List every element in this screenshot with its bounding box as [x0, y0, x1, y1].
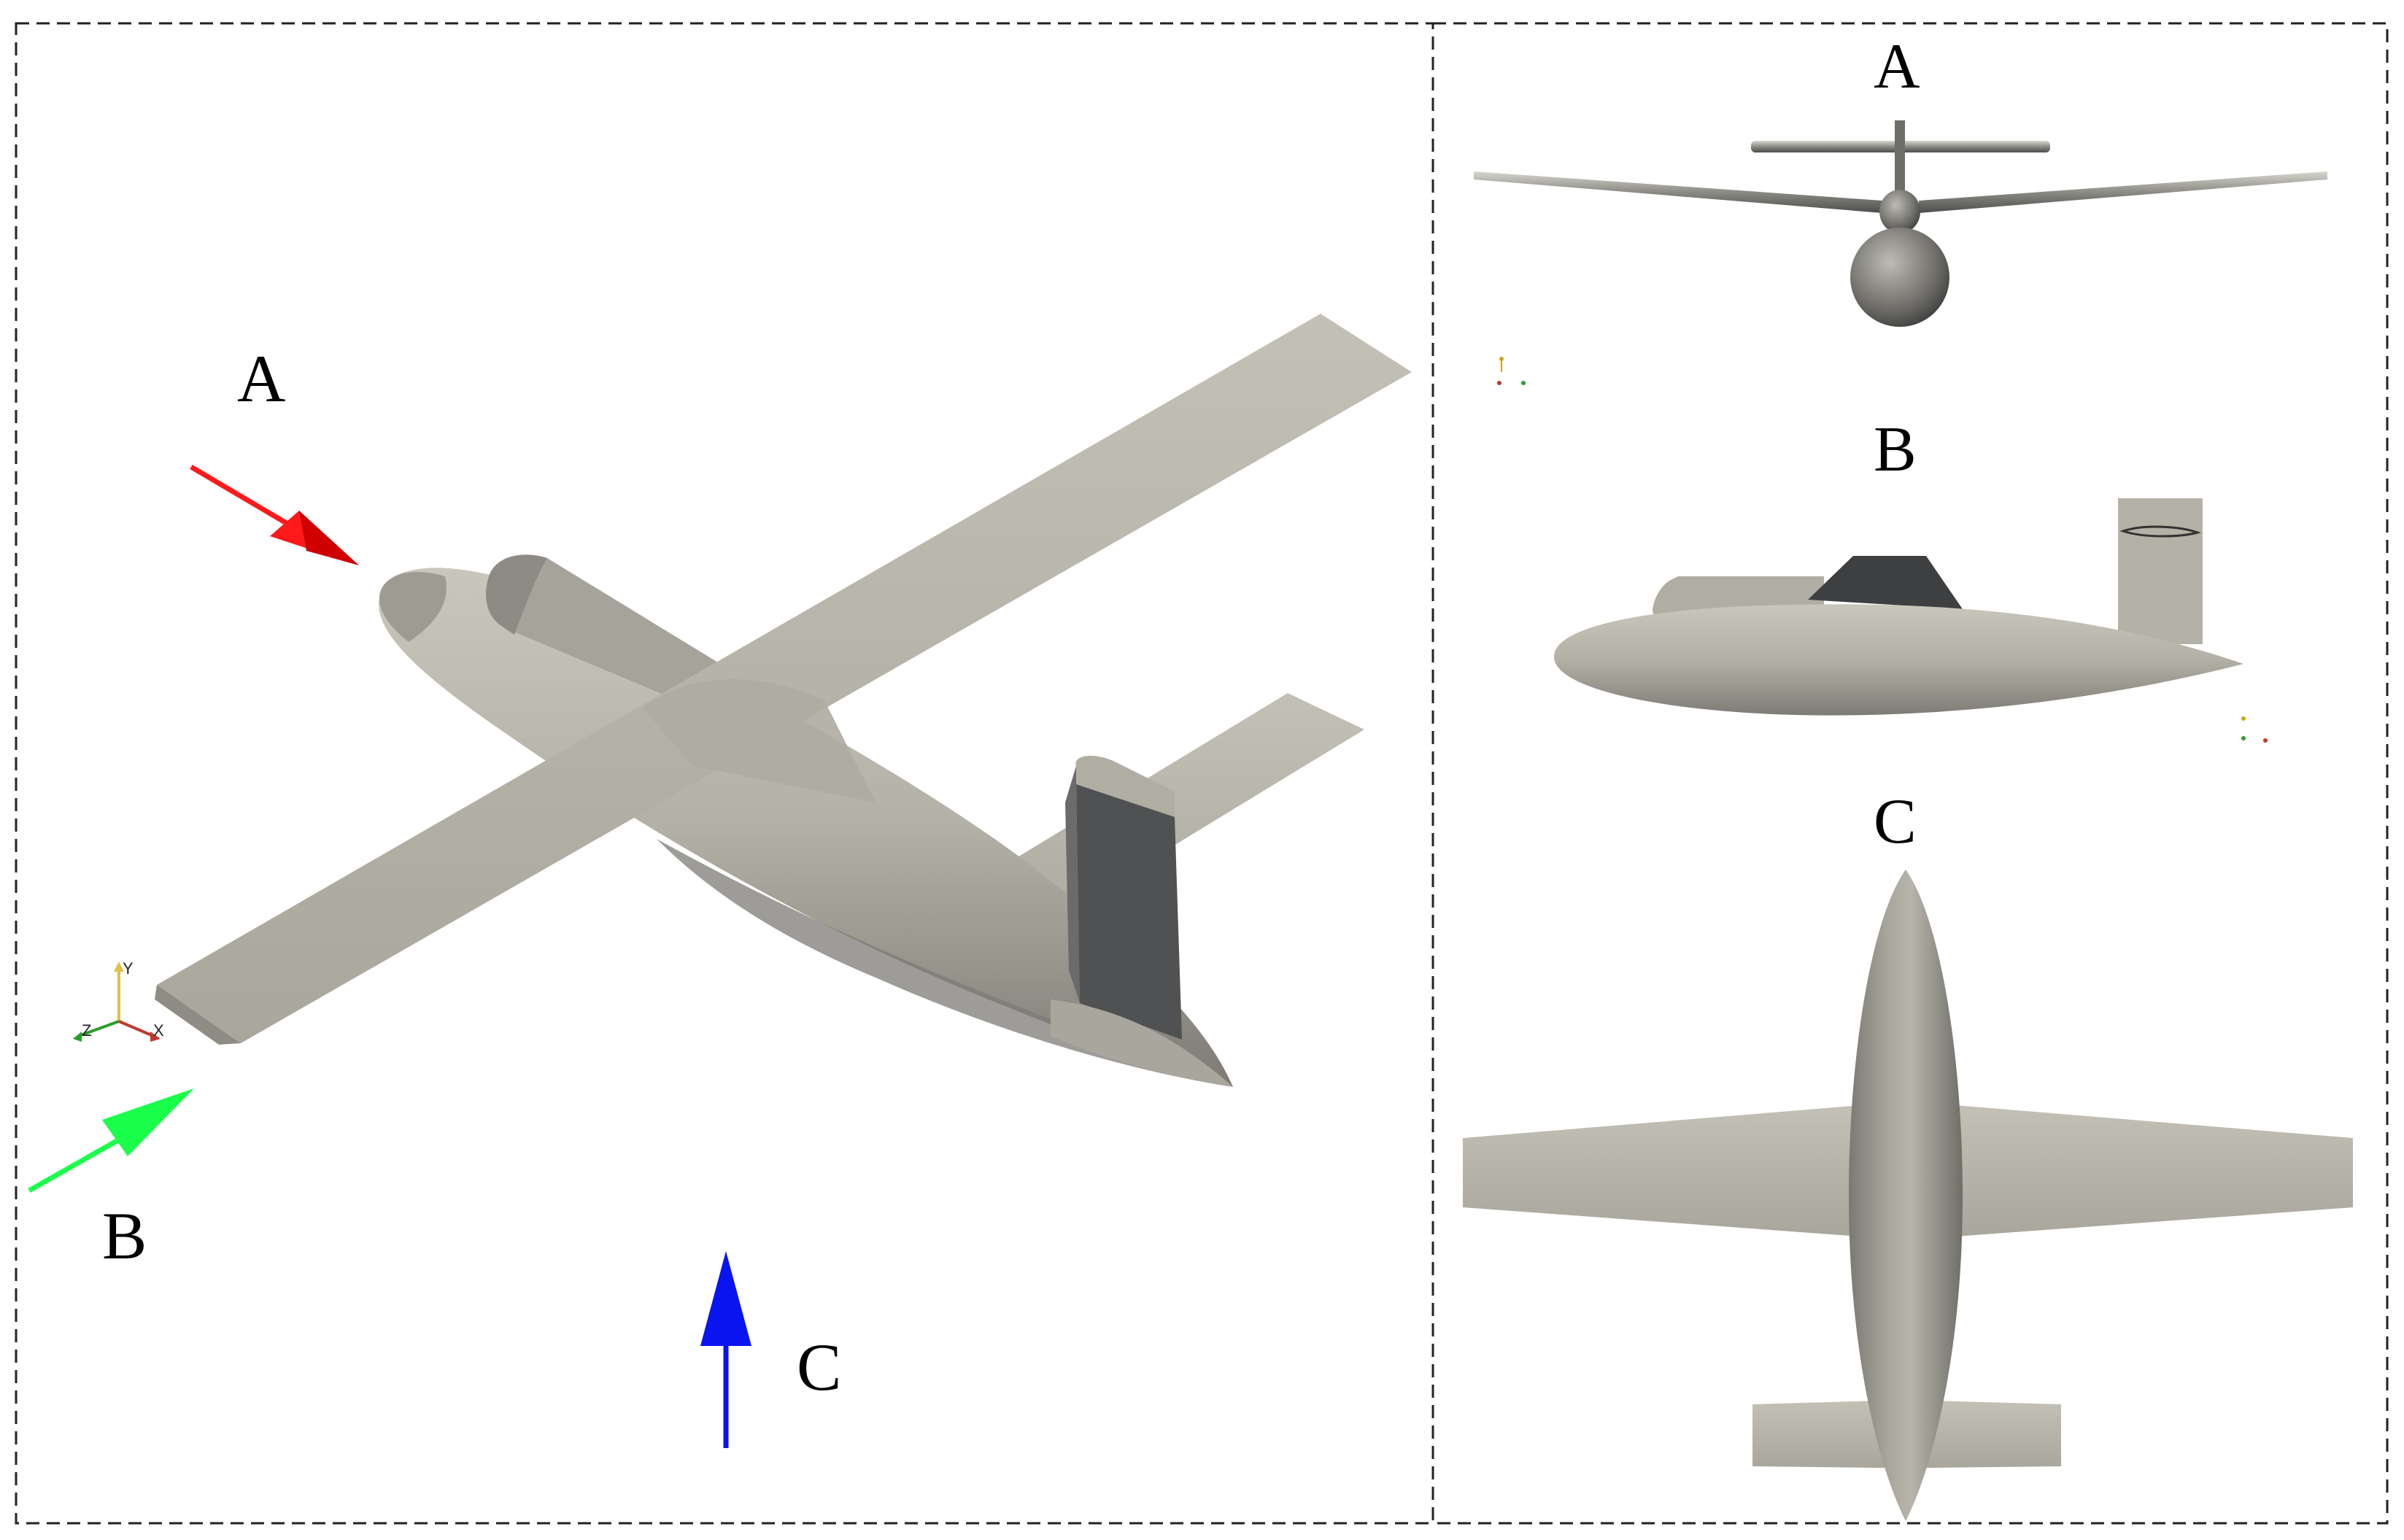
- front-canopy: [1879, 190, 1920, 233]
- axes-triad-iso: Y Z X: [73, 959, 164, 1042]
- main-wing-root-fairing: [642, 679, 876, 802]
- isometric-aircraft: [155, 314, 1412, 1087]
- tail-cone: [1051, 999, 1233, 1087]
- arrow-b: [28, 1088, 194, 1193]
- main-wing-trailing-edge: [155, 985, 241, 1045]
- top-fuselage: [1849, 870, 1963, 1521]
- side-canopy: [1808, 556, 1963, 609]
- axes-triad-front: [1497, 357, 1526, 385]
- main-wing: [157, 314, 1412, 1043]
- front-fuselage: [1850, 228, 1949, 327]
- iso-label-a: A: [237, 341, 285, 416]
- right-panel-frame: [1431, 22, 2389, 1525]
- top-nacelle-front: [486, 554, 547, 635]
- axes-triad-side: [2241, 716, 2268, 743]
- top-view-label: C: [1874, 786, 1917, 857]
- fuselage: [379, 568, 1234, 1087]
- front-wing-right: [1919, 171, 2327, 213]
- fuselage-nose: [379, 572, 447, 642]
- side-view-aircraft: [1554, 498, 2243, 716]
- top-view-aircraft: [1463, 870, 2353, 1521]
- axis-y-label: Y: [123, 959, 134, 978]
- iso-label-b: B: [102, 1199, 147, 1273]
- vertical-fin-top: [1075, 755, 1175, 817]
- side-vfin: [2118, 498, 2203, 644]
- vertical-fin-side: [1076, 784, 1182, 1040]
- axis-x-label: X: [153, 1021, 164, 1040]
- front-vfin: [1895, 120, 1905, 201]
- arrow-c: [700, 1251, 751, 1448]
- iso-label-c: C: [797, 1330, 841, 1404]
- side-view-label: B: [1874, 414, 1917, 485]
- side-fuselage: [1554, 604, 2243, 716]
- front-view-aircraft: [1474, 120, 2327, 327]
- axis-z-label: Z: [82, 1021, 91, 1040]
- top-nacelle: [486, 554, 744, 722]
- front-view-label: A: [1874, 31, 1920, 102]
- front-wing-left: [1474, 171, 1882, 213]
- arrow-a: [190, 464, 359, 565]
- side-vfin-airfoil-mark: [2119, 525, 2201, 538]
- vertical-fin-leading: [1065, 766, 1080, 1003]
